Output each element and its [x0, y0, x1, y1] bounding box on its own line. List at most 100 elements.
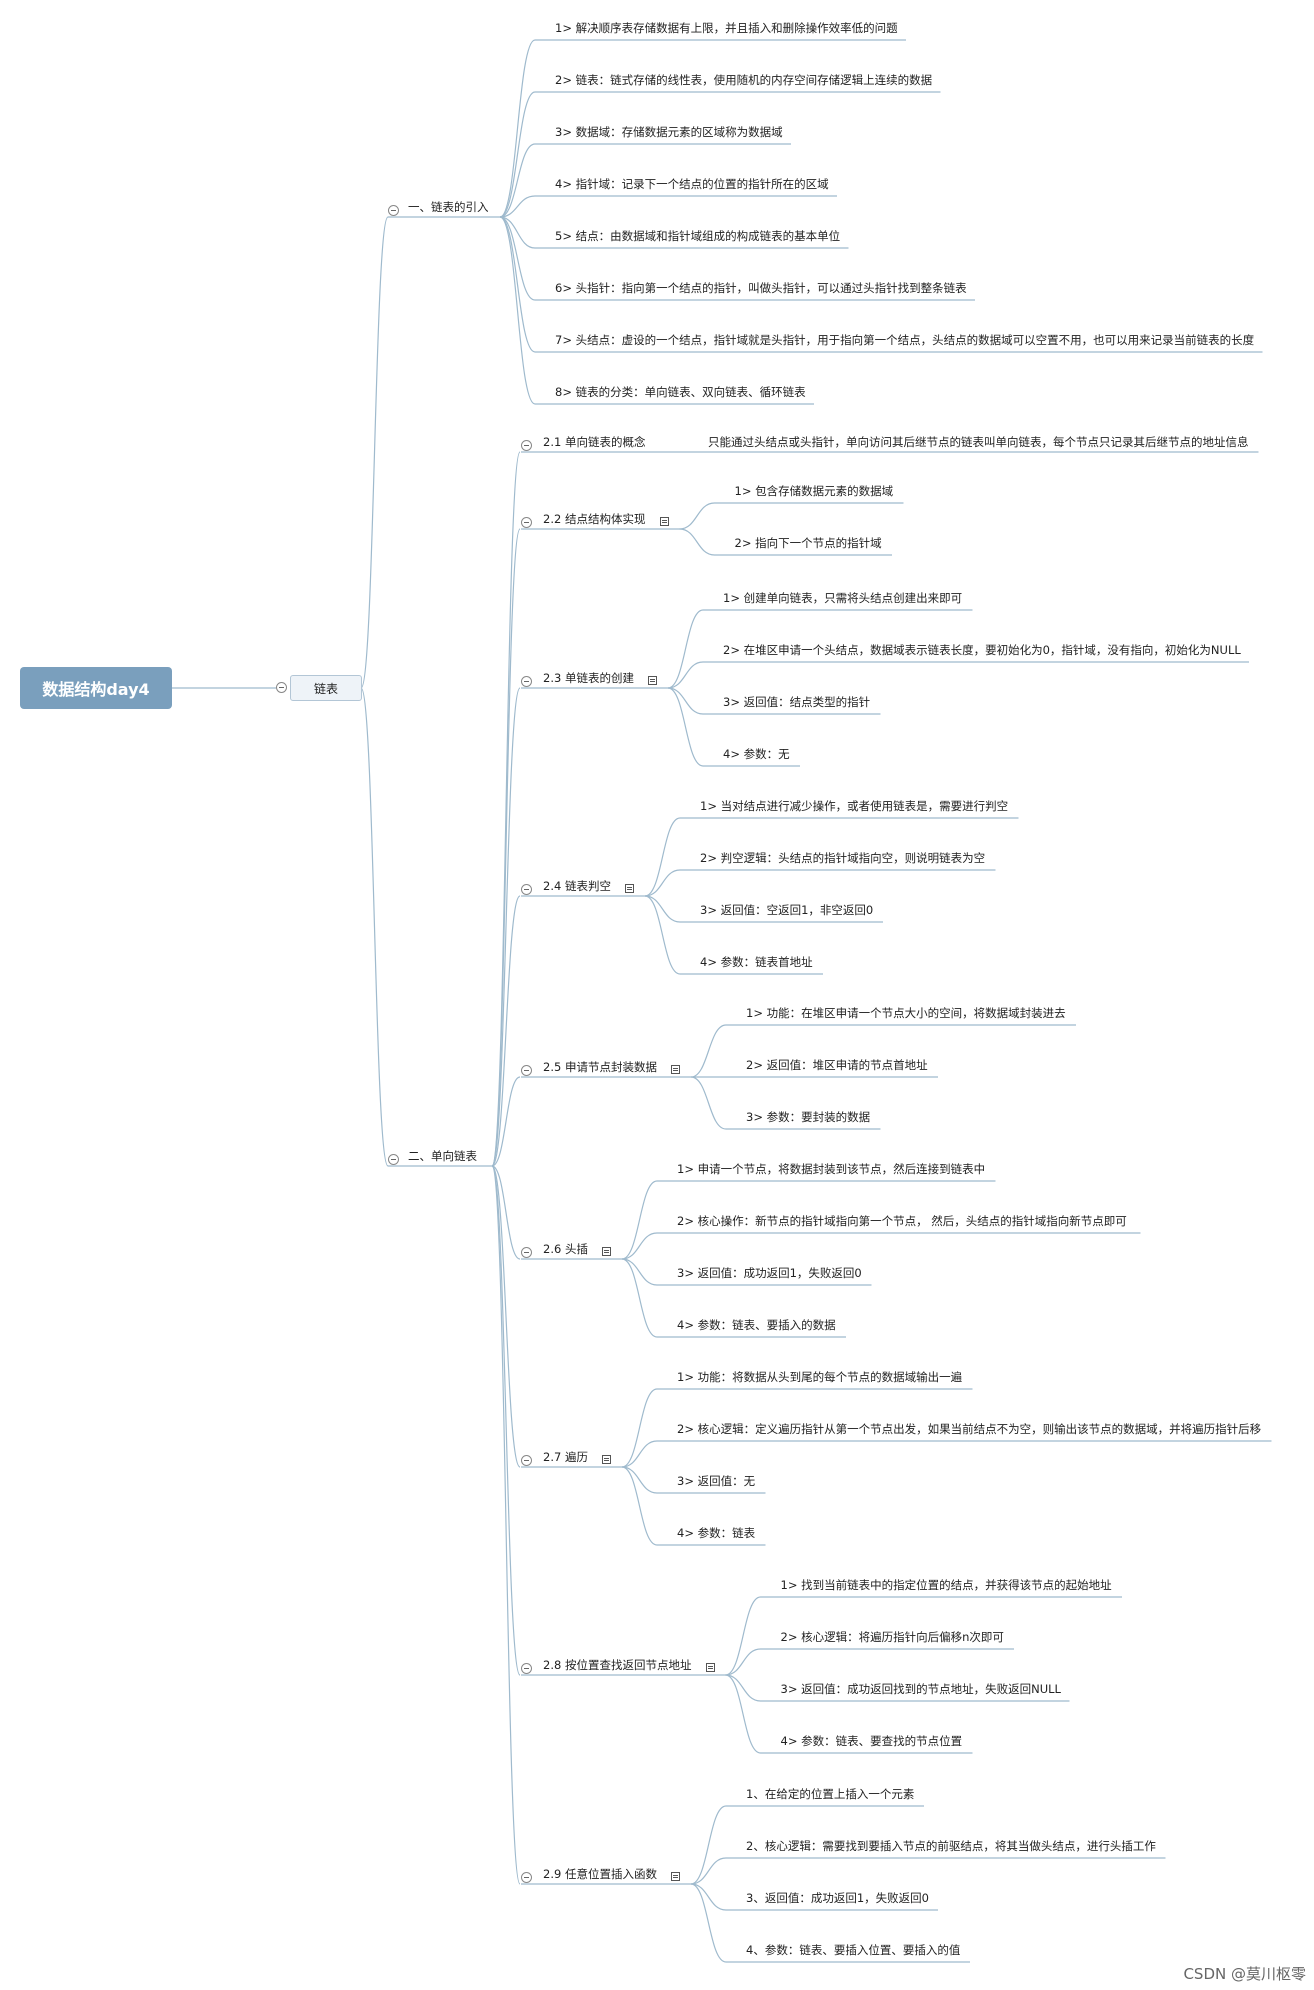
section-item[interactable]: 2> 返回值：堆区申请的节点首地址	[746, 1058, 928, 1072]
section-title[interactable]: 2.8 按位置查找返回节点地址	[543, 1658, 692, 1672]
connector-line	[499, 216, 536, 301]
section-item[interactable]: 4、参数：链表、要插入位置、要插入的值	[746, 1943, 961, 1957]
main-topic-node[interactable]: 链表	[290, 675, 362, 701]
connector-line	[690, 1857, 727, 1885]
connector-line	[491, 1165, 521, 1676]
section-item[interactable]: 4> 参数：无	[723, 747, 790, 761]
connector-line	[499, 216, 536, 353]
root-node[interactable]: 数据结构day4	[20, 667, 172, 709]
connector-line	[690, 1805, 727, 1885]
section-title[interactable]: 2.1 单向链表的概念	[543, 435, 646, 449]
connector-line	[725, 1596, 761, 1676]
branch-1-item[interactable]: 7> 头结点：虚设的一个结点，指针域就是头指针，用于指向第一个结点，头结点的数据…	[555, 333, 1255, 347]
connector-line	[679, 528, 715, 556]
connector-line	[690, 1883, 727, 1963]
note-icon[interactable]	[671, 1065, 680, 1074]
section-title[interactable]: 2.3 单链表的创建	[543, 671, 634, 685]
section-title[interactable]: 2.7 遍历	[543, 1450, 588, 1464]
section-item[interactable]: 3> 返回值：空返回1，非空返回0	[700, 903, 874, 917]
section-item[interactable]: 3> 返回值：无	[677, 1474, 756, 1488]
note-icon[interactable]	[625, 884, 634, 893]
section-item[interactable]: 4> 参数：链表	[677, 1526, 756, 1540]
section-item[interactable]: 2> 核心逻辑：定义遍历指针从第一个节点出发，如果当前结点不为空，则输出该节点的…	[677, 1422, 1262, 1436]
branch-1-item[interactable]: 1> 解决顺序表存储数据有上限，并且插入和删除操作效率低的问题	[555, 21, 898, 35]
note-icon[interactable]	[602, 1455, 611, 1464]
branch-1-item[interactable]: 4> 指针域：记录下一个结点的位置的指针所在的区域	[555, 177, 829, 191]
collapse-icon[interactable]	[521, 1247, 532, 1258]
collapse-icon[interactable]	[521, 1455, 532, 1466]
watermark: CSDN @莫川枢零	[1183, 1965, 1306, 1983]
note-icon[interactable]	[648, 676, 657, 685]
collapse-icon[interactable]	[388, 205, 399, 216]
collapse-icon[interactable]	[521, 440, 532, 451]
section-item[interactable]: 4> 参数：链表首地址	[700, 955, 813, 969]
section-item[interactable]: 2> 在堆区申请一个头结点，数据域表示链表长度，要初始化为0，指针域，没有指向，…	[723, 643, 1241, 657]
connector-line	[499, 216, 536, 249]
section-title[interactable]: 2.2 结点结构体实现	[543, 512, 646, 526]
section-item[interactable]: 1> 包含存储数据元素的数据域	[734, 484, 894, 498]
collapse-icon[interactable]	[521, 1872, 532, 1883]
connector-line	[621, 1440, 658, 1468]
connector-line	[644, 895, 681, 975]
section-item[interactable]: 1> 当对结点进行减少操作，或者使用链表是，需要进行判空	[700, 799, 1009, 813]
connector-line	[621, 1466, 658, 1494]
section-item[interactable]: 1> 功能：在堆区申请一个节点大小的空间，将数据域封装进去	[746, 1006, 1066, 1020]
section-title[interactable]: 2.6 头插	[543, 1242, 588, 1256]
section-item[interactable]: 2> 核心操作：新节点的指针域指向第一个节点， 然后，头结点的指针域指向新节点即…	[677, 1214, 1127, 1228]
section-item[interactable]: 3> 参数：要封装的数据	[746, 1110, 871, 1124]
collapse-icon[interactable]	[521, 884, 532, 895]
section-description[interactable]: 只能通过头结点或头指针，单向访问其后继节点的链表叫单向链表，每个节点只记录其后继…	[708, 435, 1249, 449]
note-icon[interactable]	[602, 1247, 611, 1256]
connector-line	[491, 1165, 521, 1260]
connector-line	[499, 216, 536, 405]
note-icon[interactable]	[705, 1663, 715, 1672]
branch-1-item[interactable]: 8> 链表的分类：单向链表、双向链表、循环链表	[555, 385, 806, 399]
section-item[interactable]: 2> 指向下一个节点的指针域	[734, 536, 882, 550]
connector-line	[499, 91, 536, 218]
connector-line	[491, 1165, 521, 1885]
section-item[interactable]: 2、核心逻辑：需要找到要插入节点的前驱结点，将其当做头结点，进行头插工作	[746, 1839, 1156, 1853]
connector-line	[491, 1076, 521, 1167]
connector-line	[499, 195, 536, 218]
connector-line	[725, 1674, 761, 1702]
connector-line	[690, 1024, 727, 1078]
section-title[interactable]: 2.5 申请节点封装数据	[543, 1060, 657, 1074]
connector-line	[360, 687, 389, 1167]
branch-1-title[interactable]: 一、链表的引入	[408, 200, 489, 214]
connector-line	[621, 1232, 658, 1260]
section-title[interactable]: 2.4 链表判空	[543, 879, 611, 893]
connector-line	[667, 609, 704, 689]
collapse-icon[interactable]	[388, 1154, 399, 1165]
section-item[interactable]: 1> 创建单向链表，只需将头结点创建出来即可	[723, 591, 963, 605]
section-item[interactable]: 3> 返回值：成功返回1，失败返回0	[677, 1266, 862, 1280]
collapse-icon[interactable]	[521, 676, 532, 687]
section-item[interactable]: 1> 申请一个节点，将数据封装到该节点，然后连接到链表中	[677, 1162, 986, 1176]
collapse-icon[interactable]	[521, 1065, 532, 1076]
section-item[interactable]: 3> 返回值：成功返回找到的节点地址，失败返回NULL	[780, 1682, 1061, 1696]
connector-line	[644, 895, 681, 923]
branch-1-item[interactable]: 5> 结点：由数据域和指针域组成的构成链表的基本单位	[555, 229, 841, 243]
collapse-icon[interactable]	[521, 1663, 532, 1674]
section-item[interactable]: 4> 参数：链表、要查找的节点位置	[780, 1734, 963, 1748]
connector-line	[621, 1466, 658, 1546]
connector-line	[690, 1076, 727, 1130]
section-item[interactable]: 2> 判空逻辑：头结点的指针域指向空，则说明链表为空	[700, 851, 986, 865]
section-item[interactable]: 1、在给定的位置上插入一个元素	[746, 1787, 915, 1801]
branch-2-title[interactable]: 二、单向链表	[408, 1149, 477, 1163]
section-item[interactable]: 3、返回值：成功返回1，失败返回0	[746, 1891, 929, 1905]
section-item[interactable]: 1> 功能：将数据从头到尾的每个节点的数据域输出一遍	[677, 1370, 963, 1384]
section-title[interactable]: 2.9 任意位置插入函数	[543, 1867, 657, 1881]
connector-line	[499, 143, 536, 218]
note-icon[interactable]	[659, 517, 669, 526]
branch-1-item[interactable]: 6> 头指针：指向第一个结点的指针，叫做头指针，可以通过头指针找到整条链表	[555, 281, 967, 295]
section-item[interactable]: 1> 找到当前链表中的指定位置的结点，并获得该节点的起始地址	[780, 1578, 1112, 1592]
section-item[interactable]: 4> 参数：链表、要插入的数据	[677, 1318, 836, 1332]
branch-1-item[interactable]: 3> 数据域：存储数据元素的区域称为数据域	[555, 125, 783, 139]
note-icon[interactable]	[671, 1872, 680, 1881]
collapse-icon[interactable]	[276, 682, 287, 693]
connector-line	[644, 817, 681, 897]
section-item[interactable]: 2> 核心逻辑：将遍历指针向后偏移n次即可	[780, 1630, 1004, 1644]
section-item[interactable]: 3> 返回值：结点类型的指针	[723, 695, 871, 709]
collapse-icon[interactable]	[521, 517, 532, 528]
branch-1-item[interactable]: 2> 链表：链式存储的线性表，使用随机的内存空间存储逻辑上连续的数据	[555, 73, 933, 87]
